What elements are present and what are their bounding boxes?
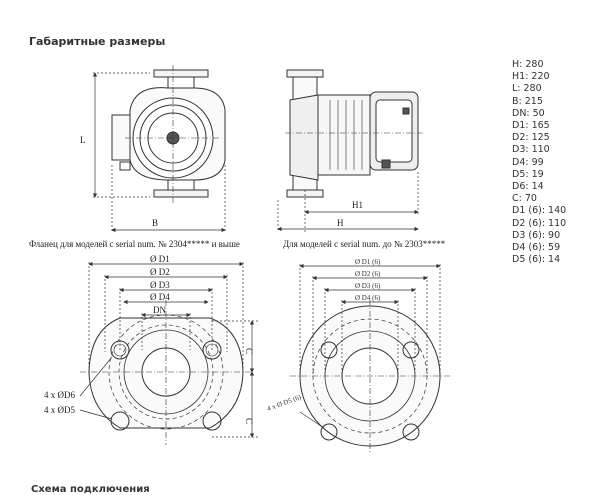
spec-item: D5 (6): 14 (512, 254, 561, 266)
dim-H (277, 172, 419, 232)
label-r-d3: Ø D3 (6) (355, 282, 381, 290)
spec-item: D1: 165 (512, 120, 550, 132)
spec-item: D4 (6): 59 (512, 242, 561, 254)
label-holes-d5: 4 x ØD5 (44, 405, 75, 415)
label-r-d2: Ø D2 (6) (355, 270, 381, 278)
spec-item: D6: 14 (512, 181, 544, 193)
spec-item: D3 (6): 90 (512, 229, 561, 241)
spec-item: D1 (6): 140 (512, 205, 567, 217)
label-L: L (80, 135, 86, 145)
label-holes-d6: 4 x ØD6 (44, 390, 75, 400)
dim-B (111, 165, 226, 233)
caption-old-flange: Для моделей с serial num. до № 2303***** (283, 239, 446, 249)
spec-item: D2: 125 (512, 132, 550, 144)
bottom-section-title: Схема подключения (31, 484, 150, 495)
label-dn: DN (153, 305, 166, 315)
spec-item: D4: 99 (512, 156, 544, 168)
label-d3: Ø D3 (150, 280, 170, 290)
flange-old-dims (299, 263, 441, 429)
dim-L (92, 72, 150, 198)
caption-new-flange: Фланец для моделей с serial num. № 2304*… (29, 239, 240, 249)
spec-item: L: 280 (512, 83, 542, 95)
label-d1: Ø D1 (150, 254, 170, 264)
label-B: B (152, 218, 158, 228)
flange-new (80, 300, 252, 445)
pump-front-view (111, 65, 226, 205)
label-H: H (337, 218, 344, 228)
spec-item: C: 70 (512, 193, 537, 205)
flange-new-dims (79, 261, 258, 438)
label-r-d4: Ø D4 (6) (355, 294, 381, 302)
label-c-bottom: C (244, 418, 254, 424)
spec-item: D3: 110 (512, 144, 550, 156)
label-r-holes: 4 x Ø D5 (6) (266, 393, 303, 413)
label-d2: Ø D2 (150, 267, 170, 277)
label-H1: H1 (352, 200, 363, 210)
label-d4: Ø D4 (150, 292, 170, 302)
spec-item: B: 215 (512, 95, 543, 107)
flange-old (290, 300, 450, 452)
spec-item: D2 (6): 110 (512, 217, 567, 229)
spec-item: DN: 50 (512, 107, 545, 119)
spec-item: H: 280 (512, 59, 544, 70)
label-c-top: C (244, 348, 254, 354)
section-title: Габаритные размеры (29, 35, 166, 48)
label-r-d1: Ø D1 (6) (355, 258, 381, 266)
spec-item: H1: 220 (512, 71, 550, 83)
pump-side-view (285, 69, 425, 198)
spec-item: D5: 19 (512, 168, 544, 180)
